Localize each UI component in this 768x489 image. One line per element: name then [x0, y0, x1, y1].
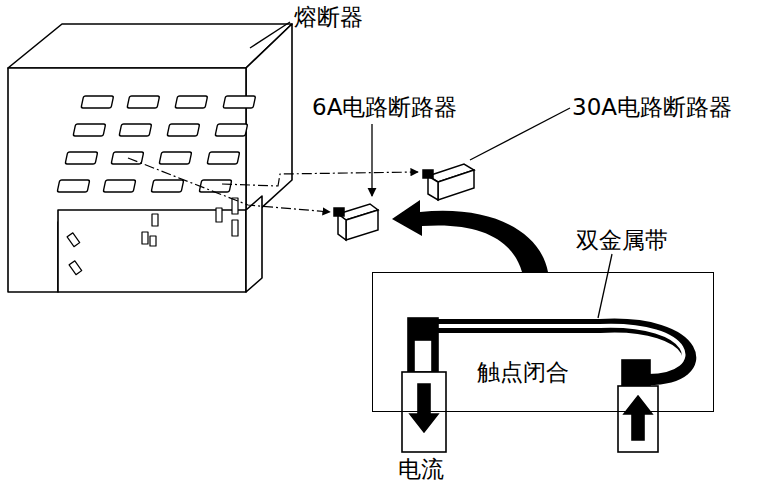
fuse-slot: [127, 96, 160, 108]
state-label: 触点闭合: [477, 359, 569, 385]
current-label: 电流: [398, 456, 444, 482]
breaker-30a: [423, 164, 474, 200]
leader-line: [470, 108, 570, 160]
leader-line: [371, 124, 372, 196]
fuse-slot: [111, 152, 144, 164]
leader-line: [598, 254, 612, 318]
terminal-left: [402, 318, 446, 452]
fuse-slot: [81, 96, 114, 108]
fuse-slot: [151, 180, 184, 192]
fuse-slot: [159, 152, 192, 164]
fuse-slot: [215, 124, 248, 136]
fuse-slot: [199, 180, 232, 192]
part-label: 双金属带: [576, 227, 668, 253]
inset-box: 双金属带触点闭合: [372, 272, 714, 412]
fuse-slot: [119, 124, 152, 136]
part-label: 30A电路断路器: [572, 94, 732, 120]
fuse-slot: [73, 124, 106, 136]
curved-arrow: [392, 200, 548, 272]
leader-line: [250, 22, 290, 48]
dash-dot-lines: [128, 158, 418, 212]
fuse-slot: [57, 180, 90, 192]
fuse-slot: [207, 152, 240, 164]
terminal-right: [618, 360, 658, 452]
fuse-slot: [65, 152, 98, 164]
fuse-slot: [103, 180, 136, 192]
fuse-slot: [175, 96, 208, 108]
part-label: 熔断器: [294, 4, 363, 30]
fuse-slot: [223, 96, 256, 108]
fuse-box: [8, 24, 292, 292]
fuse-slot: [167, 124, 200, 136]
part-label: 6A电路断路器: [312, 94, 457, 120]
breaker-6a: [334, 204, 378, 240]
